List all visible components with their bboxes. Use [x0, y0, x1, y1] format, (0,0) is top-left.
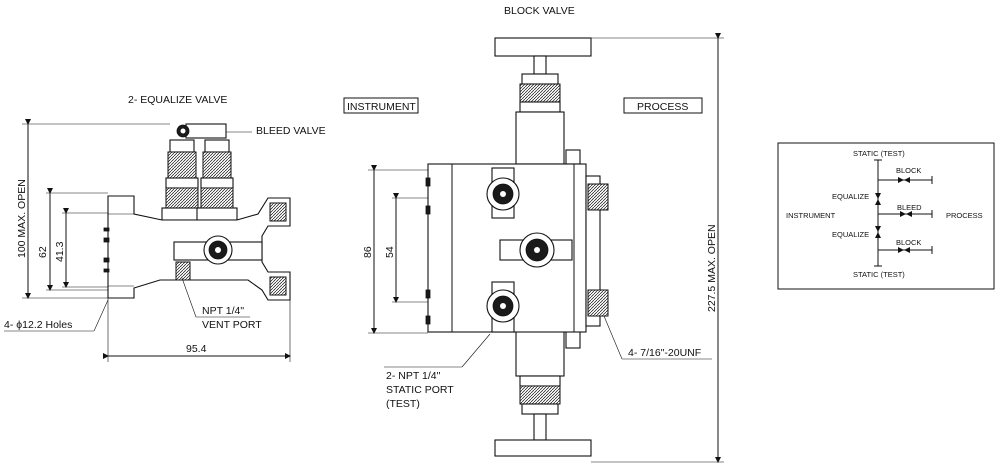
svg-text:PROCESS: PROCESS	[946, 211, 983, 220]
static-port-line3: (TEST)	[386, 398, 420, 410]
svg-text:100 MAX. OPEN: 100 MAX. OPEN	[16, 179, 28, 258]
equalize-stems	[161, 139, 238, 221]
front-equalize-top	[486, 167, 520, 219]
bottom-handle	[494, 439, 592, 457]
svg-text:EQUALIZE: EQUALIZE	[832, 192, 869, 201]
static-port-line2: STATIC PORT	[386, 384, 454, 396]
flow-schematic: STATIC (TEST) BLOCK EQUALIZE BLEED INSTR…	[777, 142, 995, 290]
svg-text:BLOCK: BLOCK	[896, 238, 921, 247]
holes-label: 4- ϕ12.2 Holes	[4, 319, 72, 331]
vent-port-line2: VENT PORT	[202, 319, 262, 331]
svg-text:BLOCK: BLOCK	[896, 166, 921, 175]
process-label-box	[623, 97, 703, 114]
svg-text:62: 62	[37, 246, 49, 258]
top-handle	[494, 37, 592, 57]
process-label: PROCESS	[637, 101, 688, 113]
schematic-frame	[777, 142, 995, 290]
side-dimensions: 100 MAX. OPEN 62 41.3 95.4	[16, 119, 291, 362]
front-equalize-bottom	[486, 281, 520, 333]
static-port-line1: 2- NPT 1/4"	[386, 370, 441, 382]
side-view: 2- EQUALIZE VALVE BLEED VALVE	[4, 94, 326, 362]
svg-text:EQUALIZE: EQUALIZE	[832, 230, 869, 239]
instrument-label: INSTRUMENT	[347, 101, 416, 113]
instrument-label-box	[343, 97, 419, 114]
bleed-valve-label: BLEED VALVE	[256, 125, 326, 137]
svg-text:STATIC (TEST): STATIC (TEST)	[853, 270, 905, 279]
svg-text:BLEED: BLEED	[897, 203, 922, 212]
svg-text:54: 54	[384, 246, 396, 258]
equalize-valve-label: 2- EQUALIZE VALVE	[128, 94, 227, 106]
front-view: BLOCK VALVE INSTRUMENT PROCESS	[343, 5, 724, 463]
svg-text:INSTRUMENT: INSTRUMENT	[786, 211, 836, 220]
svg-text:227.5 MAX. OPEN: 227.5 MAX. OPEN	[706, 224, 718, 312]
svg-text:86: 86	[362, 246, 374, 258]
svg-text:STATIC (TEST): STATIC (TEST)	[853, 149, 905, 158]
front-dimensions: 86 54 227.5 MAX. OPEN	[362, 33, 724, 463]
svg-text:95.4: 95.4	[186, 343, 207, 355]
svg-text:41.3: 41.3	[54, 241, 66, 262]
bleed-handle	[185, 123, 227, 139]
front-bleed-knob	[499, 232, 573, 268]
unf-label: 4- 7/16"-20UNF	[628, 347, 701, 359]
vent-port-line1: NPT 1/4"	[202, 305, 244, 317]
schematic-valves	[875, 177, 912, 253]
block-valve-label: BLOCK VALVE	[504, 5, 575, 17]
